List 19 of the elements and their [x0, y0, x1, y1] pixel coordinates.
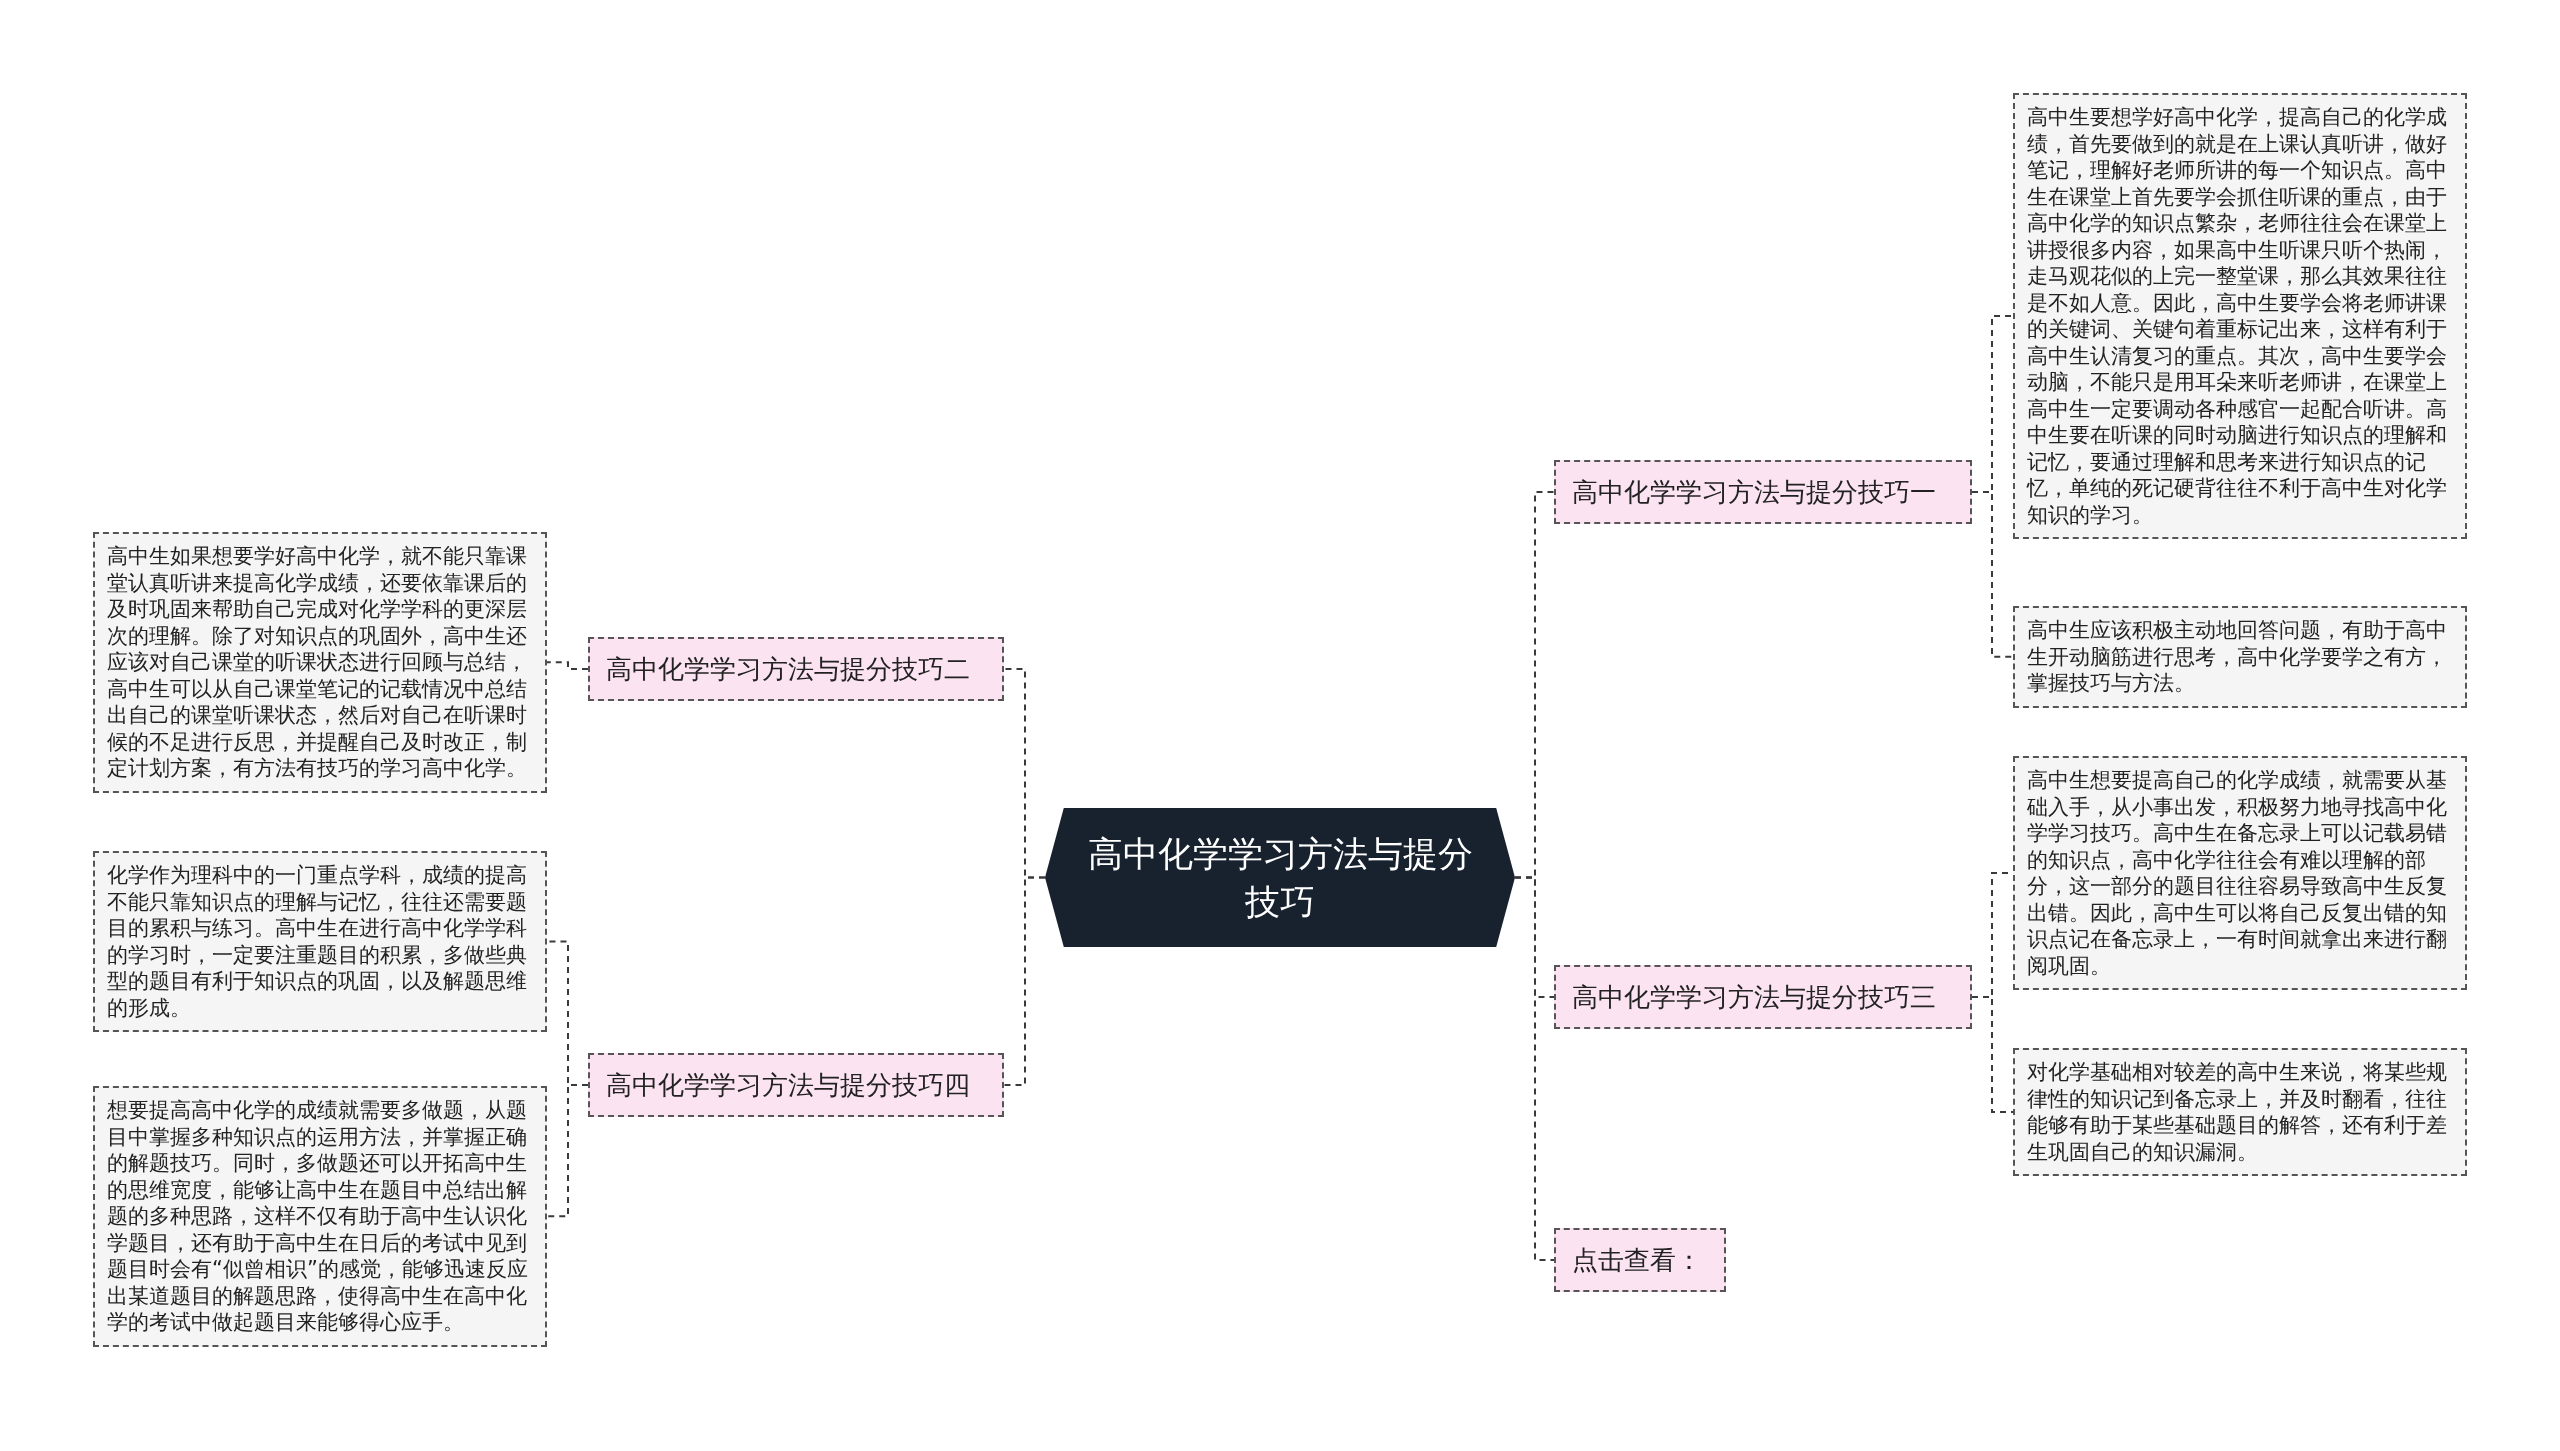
- note-box: 化学作为理科中的一门重点学科，成绩的提高不能只靠知识点的理解与记忆，往往还需要题目的累积与练习。高中生在进行高中化学学科的学习时，一定要注重题目的积累，多做些典型的题目有利于知识点的巩固，以及解题思维的形成。: [93, 851, 547, 1032]
- central-topic: 高中化学学习方法与提分技巧: [1045, 808, 1515, 947]
- note-box: 高中生想要提高自己的化学成绩，就需要从基础入手，从小事出发，积极努力地寻找高中化学学习技巧。高中生在备忘录上可以记载易错的知识点，高中化学往往会有难以理解的部分，这一部分的题目往往容易导致高中生反复出错。因此，高中生可以将自己反复出错的知识点记在备忘录上，一有时间就拿出来进行翻阅巩固。: [2013, 756, 2467, 990]
- topic-box: 高中化学学习方法与提分技巧一: [1554, 460, 1972, 524]
- connector-line: [1514, 876, 1555, 1261]
- note-box: 高中生如果想要学好高中化学，就不能只靠课堂认真听讲来提高化学成绩，还要依靠课后的及时巩固来帮助自己完成对化学学科的更深层次的理解。除了对知识点的巩固外，高中生还应该对自己课堂的听课状态进行回顾与总结，高中生可以从自己课堂笔记的记载情况中总结出自己的课堂听课状态，然后对自己在听课时候的不足进行反思，并提醒自己及时改正，制定计划方案，有方法有技巧的学习高中化学。: [93, 532, 547, 793]
- note-box: 高中生要想学好高中化学，提高自己的化学成绩，首先要做到的就是在上课认真听讲，做好笔记，理解好老师所讲的每一个知识点。高中生在课堂上首先要学会抓住听课的重点，由于高中化学的知识点繁杂，老师往往会在课堂上讲授很多内容，如果高中生听课只听个热闹，走马观花似的上完一整堂课，那么其效果往往是不如人意。因此，高中生要学会将老师讲课的关键词、关键句着重标记出来，这样有利于高中生认清复习的重点。其次，高中生要学会动脑，不能只是用耳朵来听老师讲，在课堂上高中生一定要调动各种感官一起配合听讲。高中生要在听课的同时动脑进行知识点的理解和记忆，要通过理解和思考来进行知识点的记忆，单纯的死记硬背往往不利于高中生对化学知识的学习。: [2013, 93, 2467, 539]
- note-box: 对化学基础相对较差的高中生来说，将某些规律性的知识记到备忘录上，并及时翻看，往往能够有助于某些基础题目的解答，还有利于差生巩固自己的知识漏洞。: [2013, 1048, 2467, 1176]
- topic-box: 高中化学学习方法与提分技巧三: [1554, 965, 1972, 1029]
- topic-box: 高中化学学习方法与提分技巧二: [588, 637, 1004, 701]
- note-box: 想要提高高中化学的成绩就需要多做题，从题目中掌握多种知识点的运用方法，并掌握正确的解题技巧。同时，多做题还可以开拓高中生的思维宽度，能够让高中生在题目中总结出解题的多种思路，这样不仅有助于高中生认识化学题目，还有助于高中生在日后的考试中见到题目时会有“似曾相识”的感觉，能够迅速反应出某道题目的解题思路，使得高中生在高中化学的考试中做起题目来能够得心应手。: [93, 1086, 547, 1347]
- connector-line: [1971, 996, 2014, 1113]
- topic-box: 高中化学学习方法与提分技巧四: [588, 1053, 1004, 1117]
- topic-box: 点击查看：: [1554, 1228, 1726, 1292]
- connector-line: [546, 661, 589, 670]
- connector-line: [546, 1084, 589, 1218]
- note-box: 高中生应该积极主动地回答问题，有助于高中生开动脑筋进行思考，高中化学要学之有方，掌握技巧与方法。: [2013, 606, 2467, 708]
- connector-line: [1971, 491, 2014, 658]
- connector-line: [1003, 876, 1046, 1086]
